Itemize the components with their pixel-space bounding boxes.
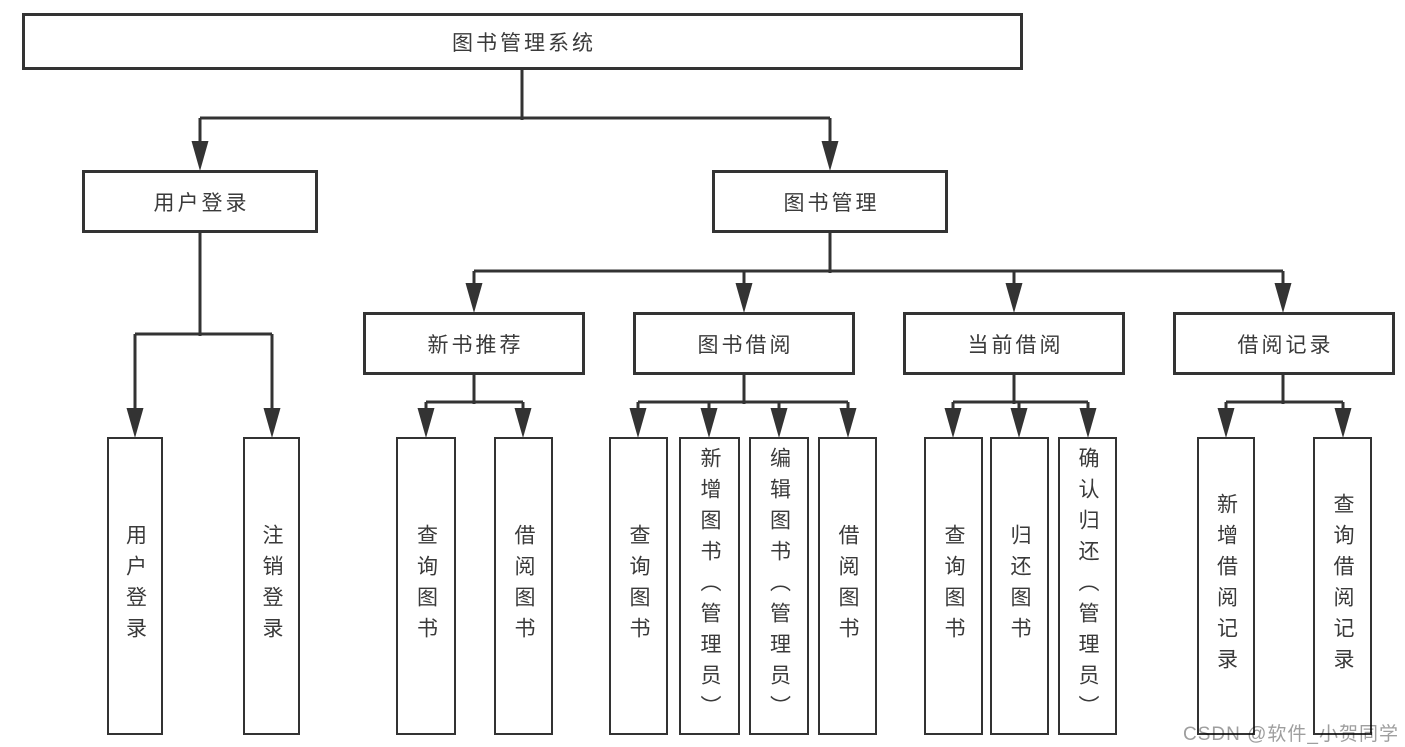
node-borrowing-records: 借阅记录 bbox=[1173, 312, 1395, 375]
leaf-query-books-current: 查询图书 bbox=[924, 437, 983, 735]
node-new-book-recommendation: 新书推荐 bbox=[363, 312, 585, 375]
leaf-user-login-label: 用户登录 bbox=[123, 524, 147, 648]
leaf-return-book-label: 归还图书 bbox=[1008, 524, 1031, 648]
leaf-user-login: 用户登录 bbox=[107, 437, 163, 735]
csdn-watermark: CSDN @软件_小贺同学 bbox=[1183, 724, 1399, 745]
leaf-query-borrow-record-label: 查询借阅记录 bbox=[1331, 493, 1354, 679]
leaf-add-book-admin: 新增图书（管理员） bbox=[679, 437, 740, 735]
leaf-edit-book-admin: 编辑图书（管理员） bbox=[749, 437, 809, 735]
leaf-borrow-books-recommend-label: 借阅图书 bbox=[512, 524, 535, 648]
leaf-query-borrow-record: 查询借阅记录 bbox=[1313, 437, 1372, 735]
leaf-borrow-books-recommend: 借阅图书 bbox=[494, 437, 553, 735]
node-library-management-system: 图书管理系统 bbox=[22, 13, 1023, 70]
leaf-query-books-borrowing: 查询图书 bbox=[609, 437, 668, 735]
leaf-add-borrow-record: 新增借阅记录 bbox=[1197, 437, 1255, 735]
leaf-logout-label: 注销登录 bbox=[260, 524, 283, 648]
leaf-borrow-books: 借阅图书 bbox=[818, 437, 877, 735]
leaf-return-book: 归还图书 bbox=[990, 437, 1049, 735]
leaf-query-books-recommend: 查询图书 bbox=[396, 437, 456, 735]
node-book-borrowing: 图书借阅 bbox=[633, 312, 855, 375]
node-user-login: 用户登录 bbox=[82, 170, 318, 233]
leaf-borrow-books-label: 借阅图书 bbox=[836, 524, 859, 648]
node-current-borrowing: 当前借阅 bbox=[903, 312, 1125, 375]
leaf-logout: 注销登录 bbox=[243, 437, 300, 735]
leaf-edit-book-admin-label: 编辑图书（管理员） bbox=[767, 446, 791, 726]
leaf-add-book-admin-label: 新增图书（管理员） bbox=[698, 446, 721, 726]
leaf-query-books-current-label: 查询图书 bbox=[942, 524, 965, 648]
node-book-management: 图书管理 bbox=[712, 170, 948, 233]
leaf-confirm-return-admin: 确认归还（管理员） bbox=[1058, 437, 1117, 735]
leaf-query-books-borrowing-label: 查询图书 bbox=[627, 524, 650, 648]
leaf-query-books-recommend-label: 查询图书 bbox=[414, 524, 438, 648]
leaf-add-borrow-record-label: 新增借阅记录 bbox=[1214, 493, 1238, 679]
leaf-confirm-return-admin-label: 确认归还（管理员） bbox=[1076, 446, 1099, 726]
